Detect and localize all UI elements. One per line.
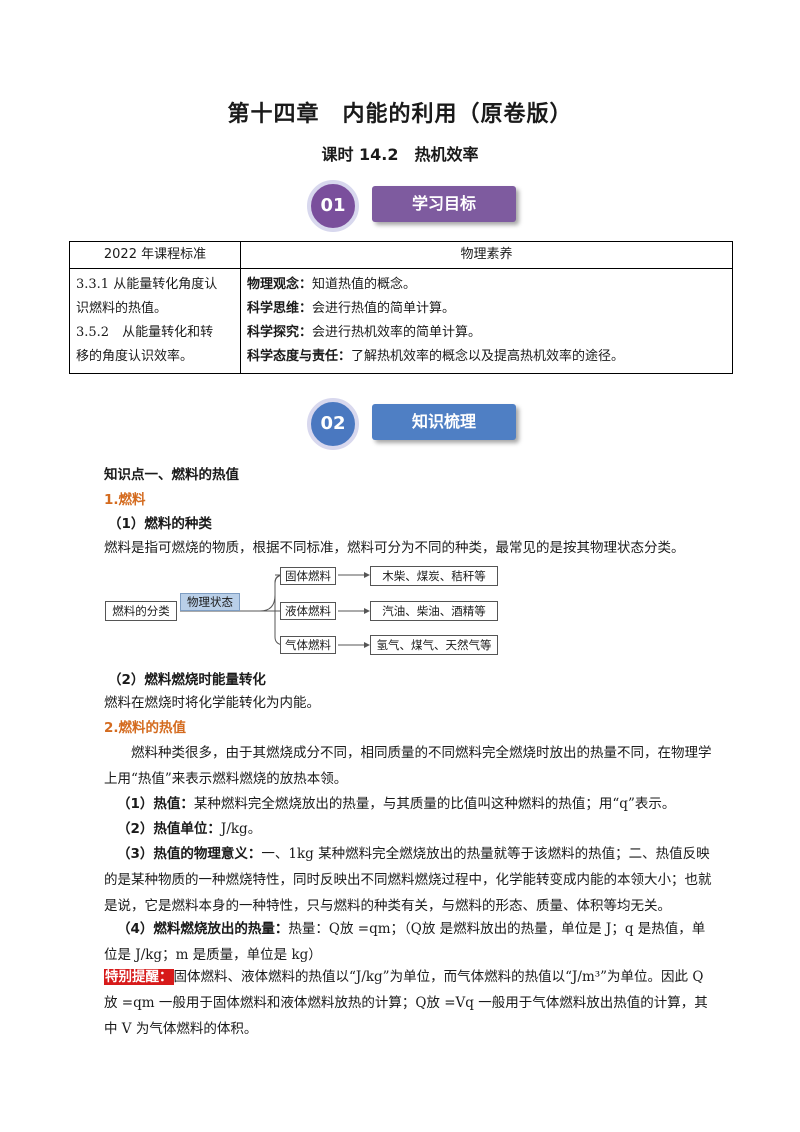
- subheading-fuel-types: （1）燃料的种类: [108, 516, 212, 532]
- paragraph-energy-conversion: 燃料在燃烧时将化学能转化为内能。: [104, 695, 320, 711]
- tip-label: 特别提醒：: [104, 969, 174, 985]
- knowledge-point-heading: 知识点一、燃料的热值: [104, 467, 239, 483]
- literacy-item: 科学思维：会进行热值的简单计算。: [247, 301, 456, 316]
- diagram-example-box: 氢气、煤气、天然气等: [370, 635, 498, 655]
- item-heat-released: （4）燃料燃烧放出的热量：热量：Q放 =qm；（Q放 是燃料放出的热量，单位是 …: [104, 921, 706, 963]
- subheading-energy-conversion: （2）燃料燃烧时能量转化: [108, 672, 266, 688]
- fuel-classification-diagram: 燃料的分类 物理状态 固体燃料 液体燃料 气体燃料 木柴、煤炭、秸秆等 汽油、柴…: [100, 565, 520, 665]
- standard-line: 3.5.2 从能量转化和转: [76, 325, 214, 340]
- literacy-item: 科学态度与责任：了解热机效率的概念以及提高热机效率的途径。: [247, 349, 625, 364]
- paragraph-fuel-definition: 燃料是指可燃烧的物质，根据不同标准，燃料可分为不同的种类，最常见的是按其物理状态…: [104, 540, 685, 556]
- item-heat-value-definition: （1）热值：某种燃料完全燃烧放出的热量，与其质量的比值叫这种燃料的热值；用“q”…: [117, 796, 676, 812]
- goals-table: 2022 年课程标准 物理素养 3.3.1 从能量转化角度认 识燃料的热值。 3…: [69, 241, 733, 374]
- table-header-standard: 2022 年课程标准: [69, 241, 241, 269]
- diagram-root-box: 燃料的分类: [105, 601, 177, 621]
- diagram-type-box: 固体燃料: [280, 567, 336, 585]
- page-title: 第十四章 内能的利用（原卷版）: [227, 102, 573, 127]
- subheading-heat-value: 2.燃料的热值: [104, 720, 187, 736]
- diagram-example-box: 汽油、柴油、酒精等: [370, 601, 498, 621]
- diagram-connectors: [180, 572, 370, 648]
- section-label-bar: 学习目标: [372, 186, 516, 222]
- literacy-item: 科学探究：会进行热机效率的简单计算。: [247, 325, 482, 340]
- diagram-type-box: 液体燃料: [280, 602, 336, 620]
- diagram-example-box: 木柴、煤炭、秸秆等: [370, 566, 498, 586]
- literacy-item: 物理观念：知道热值的概念。: [247, 277, 417, 292]
- standard-line: 识燃料的热值。: [76, 301, 168, 316]
- section-badge-goals: 01 学习目标: [0, 180, 800, 232]
- standard-line: 3.3.1 从能量转化角度认: [76, 277, 218, 292]
- paragraph-heat-value-intro: 燃料种类很多，由于其燃烧成分不同，相同质量的不同燃料完全燃烧时放出的热量不同，在…: [104, 745, 712, 787]
- page-subtitle: 课时 14.2 热机效率: [321, 145, 479, 164]
- standard-cell: 3.3.1 从能量转化角度认 识燃料的热值。 3.5.2 从能量转化和转 移的角…: [69, 268, 241, 374]
- section-number-circle: 02: [307, 398, 359, 450]
- standard-line: 移的角度认识效率。: [76, 349, 194, 364]
- table-header-literacy: 物理素养: [240, 241, 733, 269]
- section-number-circle: 01: [307, 180, 359, 232]
- literacy-cell: 物理观念：知道热值的概念。 科学思维：会进行热值的简单计算。 科学探究：会进行热…: [240, 268, 733, 374]
- subheading-fuel: 1.燃料: [104, 492, 146, 508]
- item-physical-meaning: （3）热值的物理意义：一、1kg 某种燃料完全燃烧放出的热量就等于该燃料的热值；…: [104, 846, 712, 914]
- section-badge-knowledge: 02 知识梳理: [0, 398, 800, 450]
- diagram-type-box: 气体燃料: [280, 636, 336, 654]
- special-tip: 特别提醒：固体燃料、液体燃料的热值以“J/kg”为单位，而气体燃料的热值以“J/…: [104, 969, 708, 1037]
- diagram-criterion-box: 物理状态: [180, 593, 240, 611]
- section-label-bar: 知识梳理: [372, 404, 516, 440]
- item-heat-value-unit: （2）热值单位：J/kg。: [117, 821, 262, 837]
